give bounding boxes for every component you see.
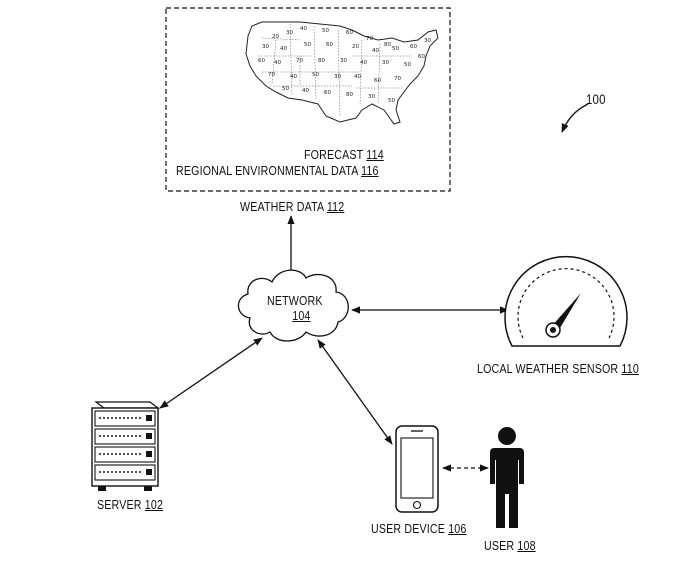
sensor-label: LOCAL WEATHER SENSOR 110: [477, 361, 639, 376]
map-temperature-value: 60: [374, 78, 381, 84]
weather-sensor-gauge-icon: [504, 255, 628, 347]
figure-ref-arrow: [561, 103, 589, 133]
map-temperature-value: 60: [326, 42, 333, 48]
map-temperature-value: 80: [346, 92, 353, 98]
map-temperature-value: 70: [394, 76, 401, 82]
network-server-link: [159, 337, 263, 409]
map-temperature-value: 20: [272, 34, 279, 40]
map-temperature-value: 40: [360, 60, 367, 66]
map-temperature-value: 60: [324, 90, 331, 96]
map-temperature-value: 40: [290, 74, 297, 80]
figure-ref-label: 100: [586, 91, 606, 107]
map-temperature-value: 70: [268, 72, 275, 78]
server-label: SERVER 102: [97, 497, 164, 512]
network-label: NETWORK 104: [267, 293, 323, 323]
map-temperature-value: 70: [296, 58, 303, 64]
us-map-icon: [245, 21, 439, 125]
map-temperature-value: 30: [368, 94, 375, 100]
map-temperature-value: 40: [274, 60, 281, 66]
map-temperature-value: 40: [302, 88, 309, 94]
map-temperature-value: 40: [354, 74, 361, 80]
user-label: USER 108: [484, 538, 536, 553]
map-temperature-value: 50: [282, 86, 289, 92]
smartphone-icon: [395, 425, 439, 513]
network-cloud: [237, 269, 349, 342]
map-temperature-value: 30: [286, 30, 293, 36]
weather-data-box: [165, 7, 451, 192]
server-rack-icon: [91, 401, 160, 491]
user-person-icon: [490, 427, 524, 528]
forecast-label: FORECAST 114: [304, 147, 384, 162]
map-temperature-value: 70: [366, 36, 373, 42]
map-temperature-value: 50: [312, 72, 319, 78]
map-temperature-value: 40: [372, 48, 379, 54]
map-temperature-value: 40: [300, 26, 307, 32]
map-temperature-value: 60: [418, 54, 425, 60]
map-temperature-value: 40: [280, 46, 287, 52]
map-temperature-value: 50: [304, 42, 311, 48]
user-device-label: USER DEVICE 106: [371, 521, 467, 536]
map-temperature-value: 30: [382, 60, 389, 66]
map-temperature-value: 50: [404, 62, 411, 68]
map-temperature-value: 50: [322, 28, 329, 34]
map-temperature-value: 80: [384, 42, 391, 48]
map-temperature-value: 60: [346, 30, 353, 36]
map-temperature-value: 30: [262, 44, 269, 50]
map-temperature-value: 50: [388, 98, 395, 104]
regional-environmental-data-label: REGIONAL ENVIRONMENTAL DATA 116: [176, 163, 379, 178]
map-temperature-value: 20: [352, 44, 359, 50]
map-temperature-value: 60: [258, 58, 265, 64]
map-temperature-value: 30: [424, 38, 431, 44]
map-temperature-value: 80: [318, 58, 325, 64]
map-temperature-value: 50: [392, 46, 399, 52]
map-temperature-value: 30: [340, 58, 347, 64]
map-temperature-value: 60: [410, 44, 417, 50]
map-temperature-value: 30: [334, 74, 341, 80]
network-device-link: [317, 339, 393, 445]
weather-data-label: WEATHER DATA 112: [240, 199, 345, 214]
